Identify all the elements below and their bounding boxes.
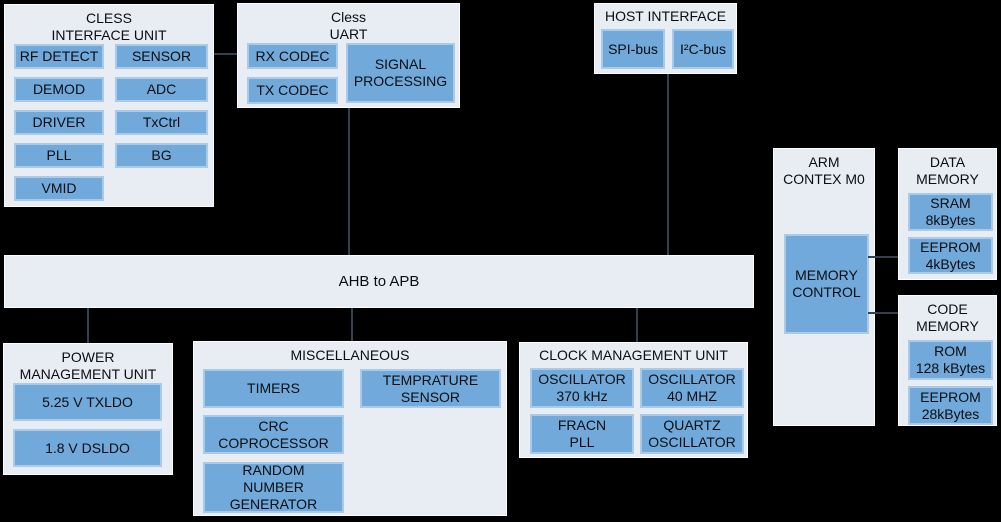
data-memory-title: DATA MEMORY: [916, 154, 979, 187]
block-rf-detect: RF DETECT: [14, 44, 104, 69]
panel-host-interface: HOST INTERFACE SPI-bus I²C-bus: [594, 3, 737, 74]
panel-data-memory: DATA MEMORY SRAM 8kBytes EEPROM 4kBytes: [898, 148, 997, 280]
block-i2c-bus: I²C-bus: [672, 29, 734, 69]
block-eeprom-28kbytes: EEPROM 28kBytes: [908, 386, 993, 425]
block-tx-codec: TX CODEC: [247, 77, 338, 104]
block-quartz-oscillator: QUARTZ OSCILLATOR: [640, 414, 744, 454]
block-crc-coprocessor: CRC COPROCESSOR: [203, 415, 344, 454]
block-signal-processing: SIGNAL PROCESSING: [346, 43, 455, 103]
block-fracn-pll: FRACN PLL: [530, 414, 634, 454]
connector-host-to-ahb: [667, 74, 669, 255]
block-pll: PLL: [14, 143, 104, 168]
block-memory-control: MEMORY CONTROL: [784, 234, 869, 334]
block-temperature-sensor: TEMPRATURE SENSOR: [360, 369, 501, 408]
connector-memctl-to-code-memory: [868, 312, 898, 314]
block-sensor: SENSOR: [115, 44, 208, 69]
block-bg: BG: [115, 143, 208, 168]
block-txctrl: TxCtrl: [115, 110, 208, 135]
panel-cless-uart: Cless UART RX CODEC TX CODEC SIGNAL PROC…: [237, 3, 460, 108]
block-dsldo: 1.8 V DSLDO: [13, 429, 162, 467]
block-rx-codec: RX CODEC: [247, 43, 338, 69]
bus-ahb-to-apb: AHB to APB: [4, 255, 754, 308]
panel-code-memory: CODE MEMORY ROM 128 kBytes EEPROM 28kByt…: [898, 295, 997, 426]
block-driver: DRIVER: [14, 110, 104, 135]
miscellaneous-title: MISCELLANEOUS: [290, 347, 410, 363]
host-interface-title: HOST INTERFACE: [604, 8, 727, 24]
block-vmid: VMID: [14, 176, 104, 201]
panel-clock-management-unit: CLOCK MANAGEMENT UNIT OSCILLATOR 370 kHz…: [519, 342, 748, 458]
block-sram-8kbytes: SRAM 8kBytes: [908, 193, 993, 231]
block-txldo: 5.25 V TXLDO: [13, 383, 162, 421]
block-oscillator-370khz: OSCILLATOR 370 kHz: [530, 368, 634, 408]
connector-ahb-to-power: [87, 308, 89, 343]
block-eeprom-4kbytes: EEPROM 4kBytes: [908, 237, 993, 274]
block-adc: ADC: [115, 77, 208, 102]
connector-ahb-to-clock: [636, 308, 638, 342]
block-random-number-generator: RANDOM NUMBER GENERATOR: [203, 462, 344, 513]
connector-ahb-to-miscellaneous: [351, 308, 353, 341]
cless-uart-title: Cless UART: [329, 9, 368, 42]
panel-arm-contex-m0: ARM CONTEX M0 MEMORY CONTROL: [773, 148, 875, 426]
panel-miscellaneous: MISCELLANEOUS TIMERS TEMPRATURE SENSOR C…: [193, 341, 507, 516]
connector-memctl-to-data-memory: [868, 256, 898, 258]
block-spi-bus: SPI-bus: [601, 29, 665, 69]
panel-power-management-unit: POWER MANAGEMENT UNIT 5.25 V TXLDO 1.8 V…: [3, 343, 173, 475]
block-oscillator-40mhz: OSCILLATOR 40 MHZ: [640, 368, 744, 408]
power-management-unit-title: POWER MANAGEMENT UNIT: [19, 349, 157, 382]
block-rom-128kbytes: ROM 128 kBytes: [908, 340, 993, 380]
connector-uart-to-ahb: [348, 108, 350, 255]
connector-cless-to-uart: [214, 53, 237, 55]
cless-interface-unit-title: CLESS INTERFACE UNIT: [51, 10, 167, 43]
panel-cless-interface-unit: CLESS INTERFACE UNIT RF DETECT SENSOR DE…: [4, 4, 214, 207]
block-demod: DEMOD: [14, 77, 104, 102]
block-timers: TIMERS: [203, 369, 344, 408]
code-memory-title: CODE MEMORY: [916, 301, 979, 334]
clock-management-unit-title: CLOCK MANAGEMENT UNIT: [539, 347, 728, 363]
arm-contex-m0-title: ARM CONTEX M0: [783, 154, 865, 187]
